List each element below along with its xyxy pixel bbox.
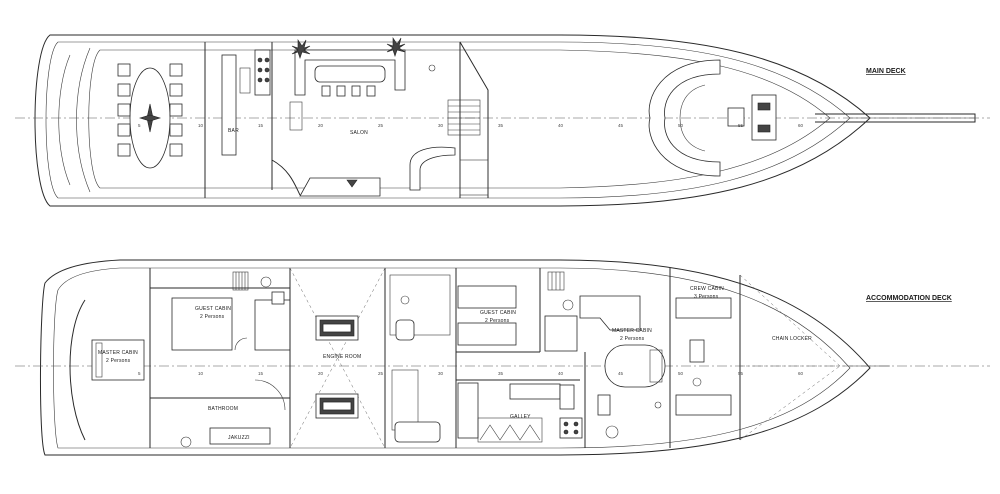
main-deck-bulwark bbox=[88, 49, 831, 189]
room-label-master-cabin-fwd: MASTER CABIN bbox=[612, 328, 652, 334]
frame-number-label: 20 bbox=[318, 371, 324, 376]
frame-number-label: 10 bbox=[198, 123, 204, 128]
frame-number-label: 20 bbox=[318, 123, 324, 128]
dining-chair bbox=[169, 83, 183, 97]
guest-cabin-2-bed-2 bbox=[457, 322, 517, 346]
main-deck-frame-numbers: 5 10 15 20 25 30 35 40 45 50 55 60 bbox=[138, 123, 804, 128]
salon-sofa bbox=[294, 49, 406, 96]
accommodation-deck-plan bbox=[15, 259, 990, 456]
stern-arc bbox=[58, 54, 71, 186]
room-label-chain-locker: CHAIN LOCKER bbox=[772, 336, 812, 342]
forward-master-bed bbox=[604, 344, 666, 388]
toilet-icon bbox=[260, 276, 272, 288]
aft-master-bed bbox=[91, 339, 145, 381]
room-label-guest-cabin-1: GUEST CABIN bbox=[195, 306, 231, 312]
stair-hatch-2 bbox=[547, 271, 565, 291]
accommodation-hull-inner bbox=[53, 267, 851, 449]
dining-chair bbox=[117, 123, 131, 137]
dining-chair bbox=[169, 63, 183, 77]
compass-rose-icon bbox=[138, 103, 162, 133]
room-label-bar: BAR bbox=[228, 128, 239, 134]
frame-number-label: 15 bbox=[258, 123, 264, 128]
room-label-guest-cabin-2: GUEST CABIN bbox=[480, 310, 516, 316]
room-persons-guest-cabin-1: 2 Persons bbox=[200, 314, 225, 320]
frame-number-label: 45 bbox=[618, 371, 624, 376]
frame-number-label: 35 bbox=[498, 371, 504, 376]
main-deck-plan: BAR SALON bbox=[15, 34, 990, 207]
accommodation-hull-outer bbox=[39, 259, 871, 456]
crew-bunk-2 bbox=[675, 394, 732, 416]
frame-number-label: 60 bbox=[798, 123, 804, 128]
tv-icon bbox=[346, 179, 358, 188]
dining-chair bbox=[117, 63, 131, 77]
accommodation-deck-title: ACCOMMODATION DECK bbox=[866, 295, 952, 302]
room-label-master-cabin-aft: MASTER CABIN bbox=[98, 350, 138, 356]
bar-stools bbox=[254, 49, 271, 96]
room-label-galley: GALLEY bbox=[510, 414, 531, 420]
main-deck-hull-inner bbox=[45, 41, 851, 199]
room-persons-crew-cabin: 3 Persons bbox=[694, 294, 719, 300]
frame-number-label: 25 bbox=[378, 123, 384, 128]
engine-starboard bbox=[315, 393, 359, 419]
bar-counter bbox=[221, 54, 237, 156]
frame-number-label: 40 bbox=[558, 123, 564, 128]
room-label-crew-cabin: CREW CABIN bbox=[690, 286, 724, 292]
frame-number-label: 45 bbox=[618, 123, 624, 128]
foredeck-bench bbox=[648, 59, 721, 177]
frame-number-label: 55 bbox=[738, 371, 744, 376]
frame-number-label: 5 bbox=[138, 371, 141, 376]
aft-dining-area bbox=[117, 63, 183, 169]
crew-bunk-1 bbox=[675, 297, 732, 319]
frame-number-label: 35 bbox=[498, 123, 504, 128]
room-label-bathroom: BATHROOM bbox=[208, 406, 238, 412]
frame-number-label: 30 bbox=[438, 371, 444, 376]
galley-counter bbox=[457, 382, 479, 439]
anchor-windlass bbox=[727, 94, 777, 141]
stair-hatch-1 bbox=[232, 271, 249, 291]
guest-cabin-1-bed bbox=[171, 297, 233, 351]
main-deck-hull-outer bbox=[34, 34, 871, 207]
room-label-jacuzzi: JAKUZZI bbox=[228, 435, 250, 441]
frame-number-label: 60 bbox=[798, 371, 804, 376]
frame-number-label: 10 bbox=[198, 371, 204, 376]
room-label-engine-room: ENGINE ROOM bbox=[323, 354, 361, 360]
frame-number-label: 50 bbox=[678, 371, 684, 376]
frame-number-label: 5 bbox=[138, 123, 141, 128]
plant-icon-2 bbox=[386, 37, 406, 57]
main-deck-title: MAIN DECK bbox=[866, 68, 906, 75]
engine-port bbox=[315, 315, 359, 341]
dining-chair bbox=[117, 83, 131, 97]
toilet-icon-2 bbox=[180, 436, 192, 448]
plant-icon bbox=[291, 39, 311, 59]
salon-table bbox=[314, 65, 386, 83]
frame-number-label: 50 bbox=[678, 123, 684, 128]
main-deck-stairs bbox=[447, 99, 481, 136]
room-persons-guest-cabin-2: 2 Persons bbox=[485, 318, 510, 324]
jacuzzi-tub bbox=[209, 427, 271, 445]
dining-chair bbox=[169, 123, 183, 137]
room-label-salon: SALON bbox=[350, 130, 368, 136]
shower-1 bbox=[395, 319, 415, 341]
dining-chair bbox=[117, 143, 131, 157]
frame-number-label: 55 bbox=[738, 123, 744, 128]
room-persons-master-cabin-aft: 2 Persons bbox=[106, 358, 131, 364]
guest-cabin-2-bed-1 bbox=[457, 285, 517, 309]
galley-stairs bbox=[477, 417, 543, 443]
room-persons-master-cabin-fwd: 2 Persons bbox=[620, 336, 645, 342]
accommodation-frame-numbers: 5 10 15 20 25 30 35 40 45 50 55 60 bbox=[138, 371, 804, 376]
frame-number-label: 25 bbox=[378, 371, 384, 376]
frame-number-label: 30 bbox=[438, 123, 444, 128]
dining-chair bbox=[169, 143, 183, 157]
dining-chair bbox=[169, 103, 183, 117]
frame-number-label: 40 bbox=[558, 371, 564, 376]
galley-stove bbox=[559, 417, 583, 439]
dining-chair bbox=[117, 103, 131, 117]
frame-number-label: 15 bbox=[258, 371, 264, 376]
